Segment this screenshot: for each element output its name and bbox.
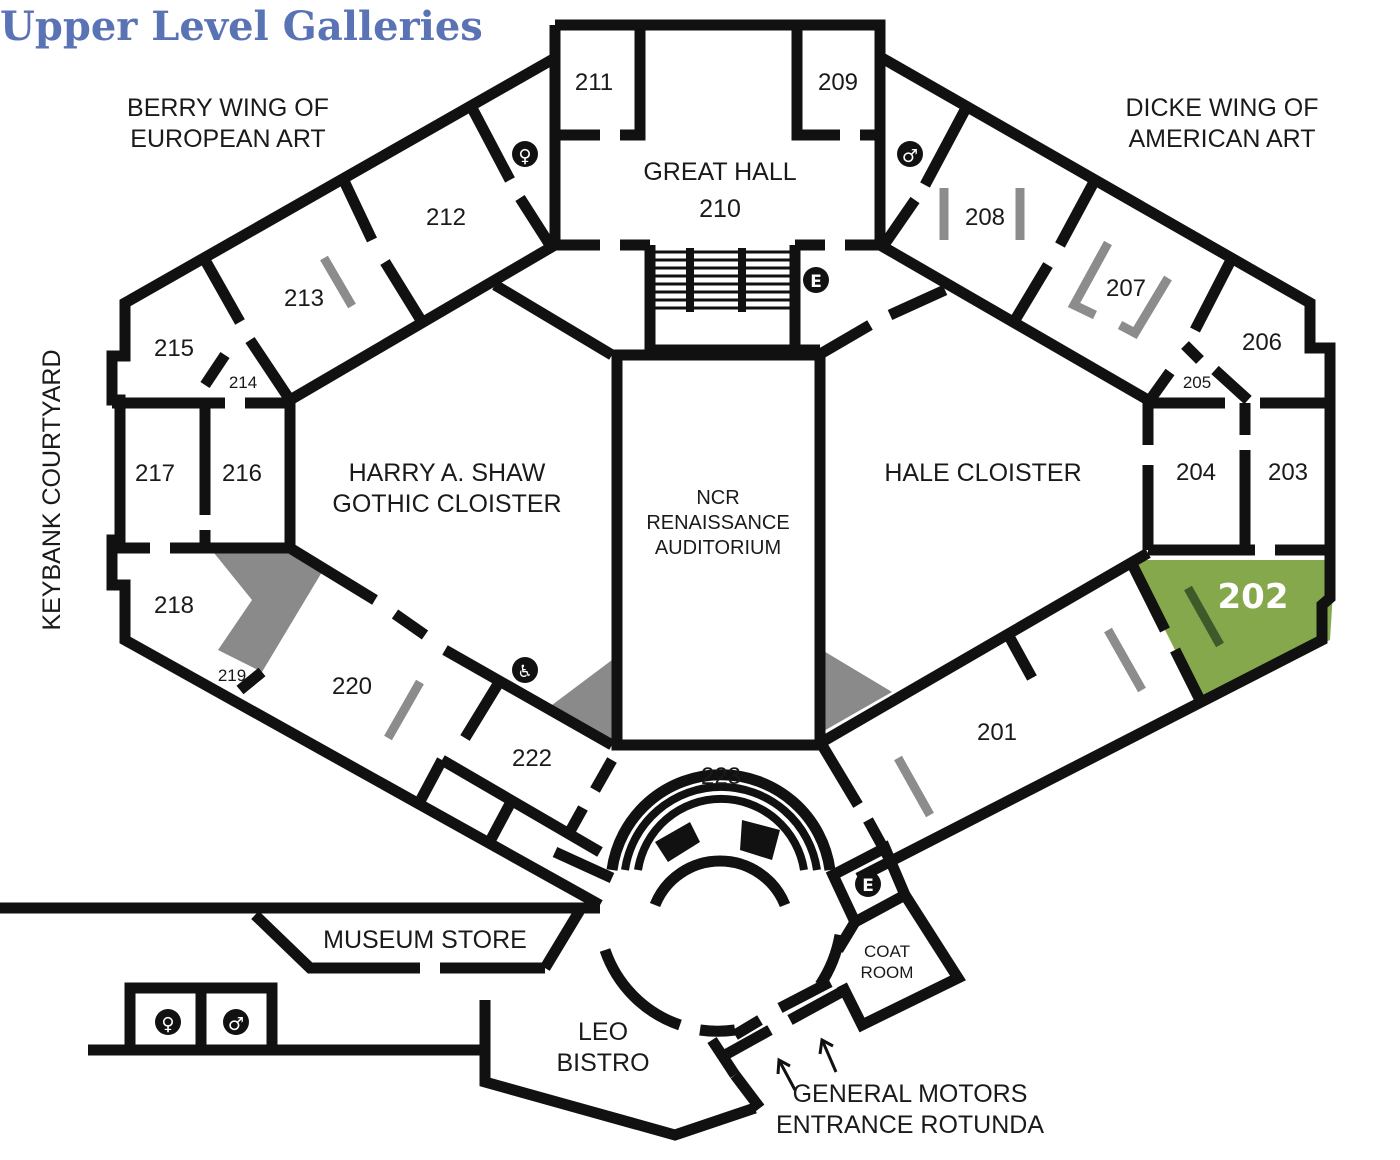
room-203[interactable]: 203 xyxy=(1268,459,1308,486)
elevator-icon[interactable]: E xyxy=(803,267,829,293)
area-bistro[interactable]: BISTRO xyxy=(556,1049,649,1077)
gray-area-auditorium-right xyxy=(822,650,892,732)
entrance-arrows xyxy=(776,1037,838,1091)
area-coat-room[interactable]: ROOM xyxy=(861,963,914,982)
area-bistro[interactable]: LEO xyxy=(578,1018,628,1046)
map-title: Upper Level Galleries xyxy=(0,3,483,50)
svg-text:♀: ♀ xyxy=(518,146,531,167)
room-204[interactable]: 204 xyxy=(1176,459,1216,486)
room-219[interactable]: 219 xyxy=(218,666,246,685)
room-201[interactable]: 201 xyxy=(977,719,1017,746)
area-great-hall-number[interactable]: 210 xyxy=(699,195,741,223)
area-auditorium[interactable]: AUDITORIUM xyxy=(655,537,781,559)
svg-text:♀: ♀ xyxy=(161,1014,174,1035)
room-202[interactable]: 202 xyxy=(1218,577,1289,617)
restroom-icon[interactable]: ♂ xyxy=(897,141,923,167)
room-218[interactable]: 218 xyxy=(154,592,194,619)
left-wing-walls xyxy=(112,105,617,884)
room-209[interactable]: 209 xyxy=(818,69,858,96)
restroom-icon[interactable]: ♀ xyxy=(512,141,538,167)
outer-walls xyxy=(106,19,1336,910)
room-214[interactable]: 214 xyxy=(229,373,257,392)
room-222[interactable]: 222 xyxy=(512,745,552,772)
wing-label-berry: EUROPEAN ART xyxy=(130,125,325,153)
area-coat-room[interactable]: COAT xyxy=(864,942,910,961)
room-207[interactable]: 207 xyxy=(1106,275,1146,302)
room-213[interactable]: 213 xyxy=(284,285,324,312)
room-217[interactable]: 217 xyxy=(135,460,175,487)
rotunda xyxy=(599,769,848,1112)
wheelchair-icon[interactable]: ♿ xyxy=(512,657,538,683)
room-208[interactable]: 208 xyxy=(965,204,1005,231)
area-entrance[interactable]: GENERAL MOTORS xyxy=(793,1080,1028,1108)
rotunda-seating xyxy=(655,820,780,862)
room-202-highlight[interactable] xyxy=(1130,560,1335,700)
area-museum-store[interactable]: MUSEUM STORE xyxy=(323,926,527,954)
svg-text:E: E xyxy=(862,876,874,896)
staircase xyxy=(652,248,793,312)
gray-area-auditorium-left xyxy=(548,660,612,742)
svg-text:♂: ♂ xyxy=(902,146,918,167)
right-wing-walls xyxy=(817,107,1330,1033)
room-220[interactable]: 220 xyxy=(332,673,372,700)
room-205[interactable]: 205 xyxy=(1183,373,1211,392)
area-great-hall[interactable]: GREAT HALL xyxy=(643,158,796,186)
restroom-icon[interactable]: ♂ xyxy=(223,1009,249,1035)
area-shaw-cloister[interactable]: HARRY A. SHAW xyxy=(349,459,546,487)
courtyard-label: KEYBANK COURTYARD xyxy=(38,349,66,630)
area-shaw-cloister[interactable]: GOTHIC CLOISTER xyxy=(332,490,561,518)
room-216[interactable]: 216 xyxy=(222,460,262,487)
area-hale-cloister[interactable]: HALE CLOISTER xyxy=(884,459,1081,487)
wing-label-dicke: AMERICAN ART xyxy=(1128,125,1315,153)
svg-text:♿: ♿ xyxy=(517,662,532,682)
area-entrance[interactable]: ENTRANCE ROTUNDA xyxy=(776,1111,1044,1139)
room-223[interactable]: 223 xyxy=(701,763,741,790)
museum-store-walls xyxy=(0,902,757,1141)
room-206[interactable]: 206 xyxy=(1242,329,1282,356)
area-auditorium[interactable]: RENAISSANCE xyxy=(646,512,789,534)
auditorium-walls xyxy=(611,344,826,751)
svg-text:♂: ♂ xyxy=(228,1014,244,1035)
gray-area-219 xyxy=(210,548,322,672)
room-211[interactable]: 211 xyxy=(575,69,613,96)
room-215[interactable]: 215 xyxy=(154,335,194,362)
wing-label-dicke: DICKE WING OF xyxy=(1125,94,1318,122)
wing-label-berry: BERRY WING OF xyxy=(127,94,329,122)
restroom-icon[interactable]: ♀ xyxy=(155,1009,181,1035)
area-auditorium[interactable]: NCR xyxy=(696,487,739,509)
svg-text:E: E xyxy=(810,272,822,292)
display-cases xyxy=(320,188,1224,818)
elevator-icon[interactable]: E xyxy=(855,871,881,897)
room-212[interactable]: 212 xyxy=(426,204,466,231)
